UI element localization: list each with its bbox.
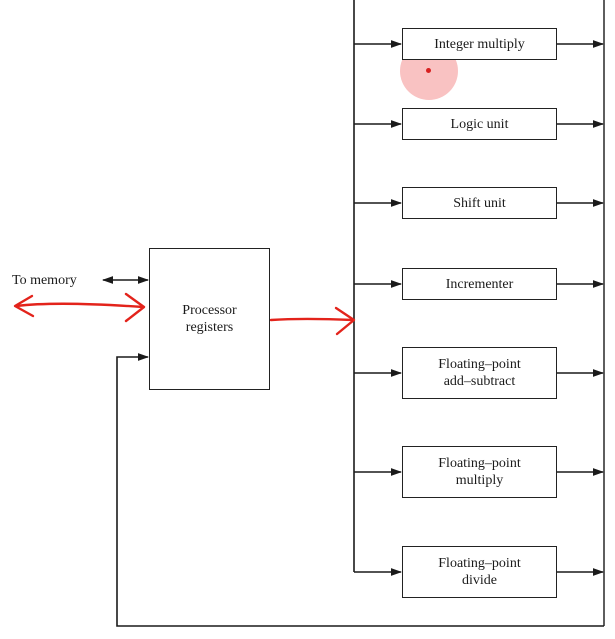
fp-add-subtract-label-line2: add–subtract xyxy=(443,374,516,389)
to-memory-label: To memory xyxy=(12,273,77,288)
processor-label-line2: registers xyxy=(185,320,234,335)
logic-unit-label: Logic unit xyxy=(450,116,509,132)
processor-registers-box: Processor registers xyxy=(149,248,270,390)
fp-add-subtract-box: Floating–point add–subtract xyxy=(402,347,557,399)
fp-multiply-box: Floating–point multiply xyxy=(402,446,557,498)
incrementer-label: Incrementer xyxy=(445,276,514,292)
red-annotation-processor-arrow xyxy=(269,306,356,336)
processor-label-line1: Processor xyxy=(182,303,237,318)
shift-unit-label: Shift unit xyxy=(453,195,506,211)
fp-divide-label-line1: Floating–point xyxy=(438,556,521,571)
logic-unit-box: Logic unit xyxy=(402,108,557,140)
shift-unit-box: Shift unit xyxy=(402,187,557,219)
red-annotation-memory-arrow xyxy=(13,292,146,323)
feedback-loop-line xyxy=(116,353,604,627)
fp-add-subtract-label-line1: Floating–point xyxy=(438,357,521,372)
integer-multiply-box: Integer multiply xyxy=(402,28,557,60)
incrementer-box: Incrementer xyxy=(402,268,557,300)
integer-multiply-label: Integer multiply xyxy=(434,36,525,52)
fp-divide-label-line2: divide xyxy=(461,573,497,588)
fp-divide-box: Floating–point divide xyxy=(402,546,557,598)
fp-multiply-label-line2: multiply xyxy=(455,473,504,488)
cursor-pointer xyxy=(426,68,431,73)
fp-multiply-label-line1: Floating–point xyxy=(438,456,521,471)
